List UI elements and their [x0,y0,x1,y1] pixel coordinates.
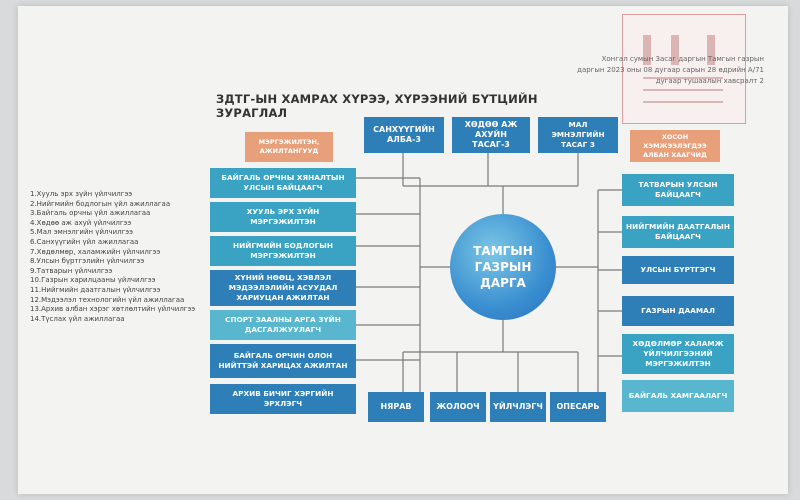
service-list: 1.Хууль эрх зүйн үйлчилгээ 2.Нийгмийн бо… [30,190,208,324]
list-item: 9.Татварын үйлчилгээ [30,266,113,275]
list-item: 13.Архив албан хэрэг хөтлөлтийн үйлчилгэ… [30,305,196,314]
left-box-1: БАЙГАЛЬ ОРЧНЫ ХЯНАЛТЫН УЛСЫН БАЙЦААГЧ [210,168,356,198]
list-item: 10.Газрын харилцааны үйлчилгээ [30,276,156,285]
right-box-5: ХӨДӨЛМӨР ХАЛАМЖ ҮЙЛЧИЛГЭЭНИЙ МЭРГЭЖИЛТЭН [622,334,734,374]
header-note: Хонгал сумын Засаг даргын Тамгын газрын … [564,54,764,87]
list-item: 12.Мэдээлэл технологийн үйл ажиллагаа [30,295,185,304]
right-header: ХОСОН ХЭМЖЭЭЛЭГДЭЭ АЛБАН ХААГЧИД [630,130,720,162]
header-note-line2: даргын 2023 оны 08 дугаар сарын 28 өдрий… [577,66,764,74]
head-of-office-circle: ТАМГЫН ГАЗРЫН ДАРГА [450,214,556,320]
bottom-box-operator: ОПЕСАРЬ [550,392,606,422]
list-item: 6.Санхүүгийн үйл ажиллагаа [30,237,139,246]
official-stamp [622,14,746,124]
list-item: 7.Хөдөлмөр, халамжийн үйлчилгээ [30,247,161,256]
left-box-7: АРХИВ БИЧИГ ХЭРГИЙН ЭРХЛЭГЧ [210,384,356,414]
list-item: 4.Хөдөө аж ахуй үйлчилгээ [30,218,132,227]
bottom-box-driver: ЖОЛООЧ [430,392,486,422]
right-box-4: ГАЗРЫН ДААМАЛ [622,296,734,326]
bottom-box-cleaner: ҮЙЛЧЛЭГЧ [490,392,546,422]
list-item: 3.Байгаль орчны үйл ажиллагаа [30,209,151,218]
box-veterinary: МАЛ ЭМНЭЛГИЙН ТАСАГ 3 [538,117,618,153]
list-item: 2.Нийгмийн бодлогын үйл ажиллагаа [30,199,171,208]
list-item: 14.Түслах үйл ажиллагаа [30,314,125,323]
left-box-5: СПОРТ ЗААЛНЫ АРГА ЗҮЙН ДАСГАЛЖУУЛАГЧ [210,310,356,340]
header-note-line1: Хонгал сумын Засаг даргын Тамгын газрын [601,55,764,63]
right-box-6: БАЙГАЛЬ ХАМГААЛАГЧ [622,380,734,412]
list-item: 11.Нийгмийн даатгалын үйлчилгээ [30,285,161,294]
header-note-line3: дугаар тушаалын хавсралт 2 [655,77,764,85]
list-item: 5.Мал эмнэлгийн үйлчилгээ [30,228,133,237]
box-finance: САНХҮҮГИЙН АЛБА-3 [364,117,444,153]
right-box-1: ТАТВАРЫН УЛСЫН БАЙЦААГЧ [622,174,734,206]
left-box-6: БАЙГАЛЬ ОРЧИН ОЛОН НИЙТТЭЙ ХАРИЦАХ АЖИЛТ… [210,344,356,378]
list-item: 8.Улсын бүртгэлийн үйлчилгээ [30,257,145,266]
left-box-2: ХУУЛЬ ЭРХ ЗҮЙН МЭРГЭЖИЛТЭН [210,202,356,232]
left-box-4: ХҮНИЙ НӨӨЦ, ХЭВЛЭЛ МЭДЭЭЛЭЛИЙН АСУУДАЛ Х… [210,270,356,306]
left-header: МЭРГЭЖИЛТЭН, АЖИЛТАНГУУД [245,132,333,162]
bottom-box-storekeeper: НЯРАВ [368,392,424,422]
box-agriculture: ХӨДӨӨ АЖ АХУЙН ТАСАГ-3 [452,117,530,153]
right-box-3: УЛСЫН БҮРТГЭГЧ [622,256,734,284]
page-title: ЗДТГ-ЫН ХАМРАХ ХҮРЭЭ, ХҮРЭЭНИЙ БҮТЦИЙН З… [216,92,538,120]
list-item: 1.Хууль эрх зүйн үйлчилгээ [30,190,133,198]
right-box-2: НИЙГМИЙН ДААТГАЛЫН БАЙЦААГЧ [622,216,734,248]
left-box-3: НИЙГМИЙН БОДЛОГЫН МЭРГЭЖИЛТЭН [210,236,356,266]
